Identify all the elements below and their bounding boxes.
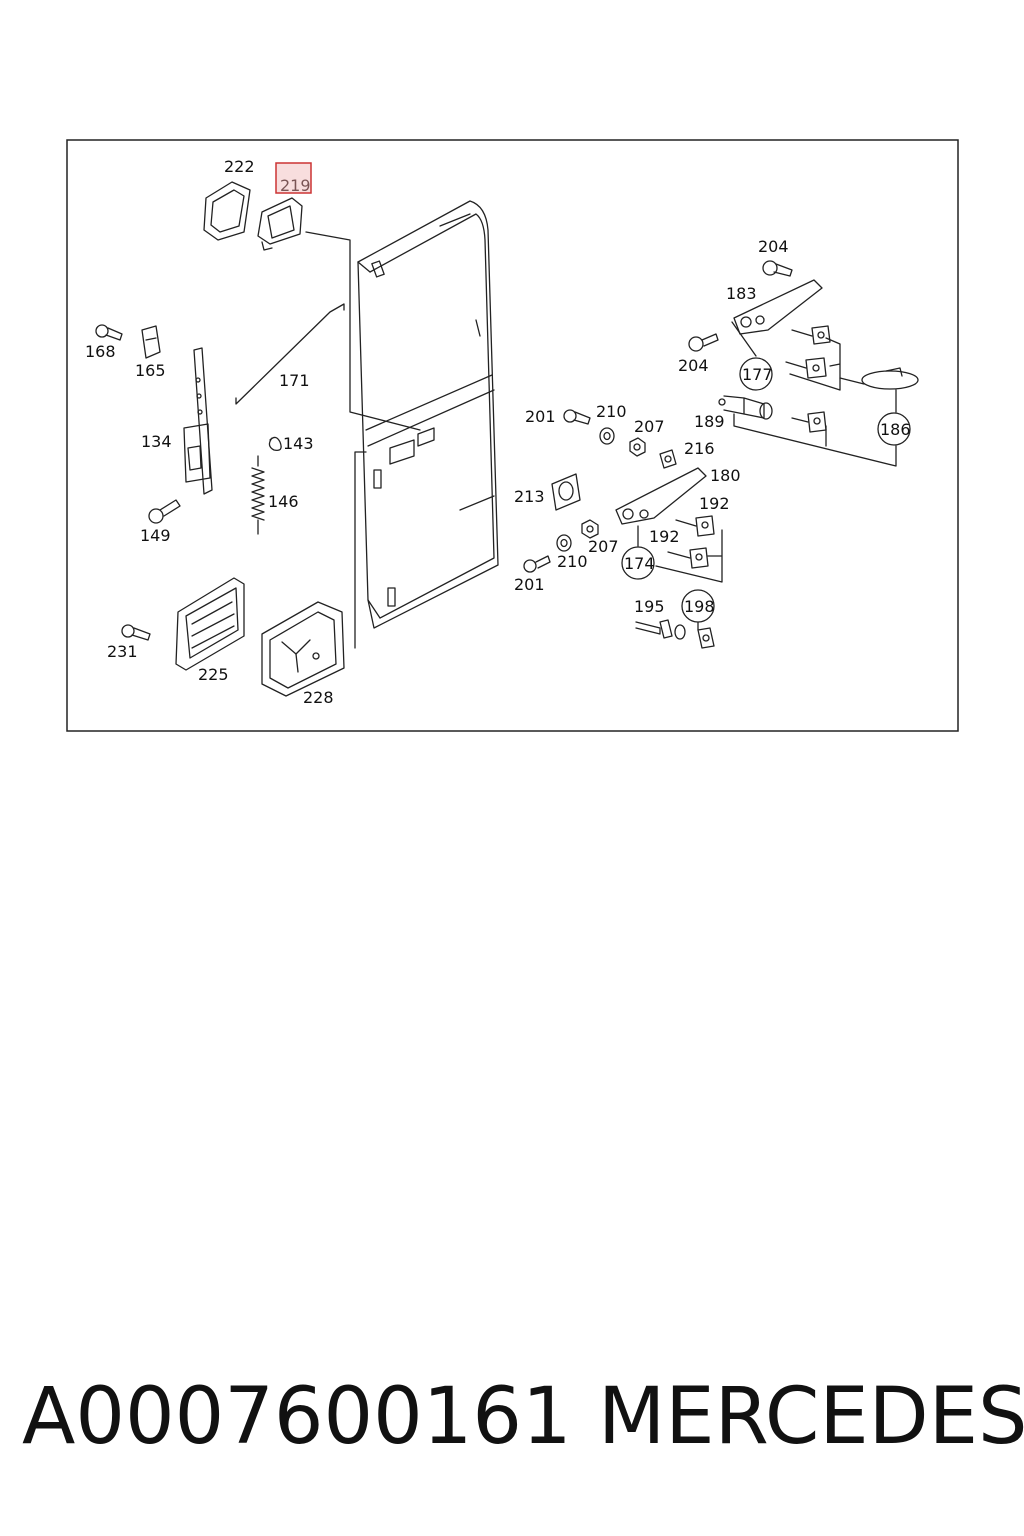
label-228[interactable]: 228 [303,688,334,707]
part-180-handle [615,467,707,525]
label-165[interactable]: 165 [135,361,166,380]
label-192-upper[interactable]: 192 [699,494,730,513]
part-189-cylinder [718,395,773,420]
part-201-screw-upper [563,409,591,425]
label-186[interactable]: 186 [880,420,911,439]
label-183[interactable]: 183 [726,284,757,303]
part-171-rod [235,303,345,405]
part-134-latch [183,347,213,495]
keys-lower [667,515,715,569]
part-207-nut-upper [629,437,646,457]
leader-door-lower [354,451,367,649]
brand-name: MERCEDES [598,1372,1024,1462]
part-143-clip [268,436,282,451]
label-201-lower[interactable]: 201 [514,575,545,594]
part-225-grille [175,577,245,671]
part-165-clip [141,325,161,359]
label-189[interactable]: 189 [694,412,725,431]
label-207-lower[interactable]: 207 [588,537,619,556]
part-168-bolt [95,324,123,341]
keys-upper [785,325,831,433]
label-210-lower[interactable]: 210 [557,552,588,571]
part-number: A0007600161 [22,1372,572,1462]
label-210-upper[interactable]: 210 [596,402,627,421]
part-146-spring [251,455,265,535]
bracket-177 [731,321,841,391]
diagram-frame [66,139,959,732]
highlight-219[interactable] [275,162,312,194]
part-149-bolt [148,499,181,524]
part-213-plate [551,473,581,511]
part-207-nut-lower [581,519,599,539]
label-168[interactable]: 168 [85,342,116,361]
label-143[interactable]: 143 [283,434,314,453]
door-panel [357,200,499,629]
label-192-lower[interactable]: 192 [649,527,680,546]
label-134[interactable]: 134 [141,432,172,451]
part-228-cover [261,601,345,697]
part-210-washer-upper [599,427,615,445]
part-198-set [674,619,715,649]
leader-219 [305,231,421,431]
label-219[interactable]: 219 [280,176,311,195]
part-204-bolt-lower [688,333,719,352]
label-204-upper[interactable]: 204 [758,237,789,256]
label-198[interactable]: 198 [684,597,715,616]
part-222-frame [203,181,251,241]
part-210-washer-lower [556,534,572,552]
label-216[interactable]: 216 [684,439,715,458]
label-149[interactable]: 149 [140,526,171,545]
callout-circle-174 [621,546,655,580]
label-146[interactable]: 146 [268,492,299,511]
part-231-bolt [121,624,151,641]
label-201-upper[interactable]: 201 [525,407,556,426]
part-201-screw-lower [523,555,551,573]
label-204-lower[interactable]: 204 [678,356,709,375]
label-231[interactable]: 231 [107,642,138,661]
part-204-bolt-upper [762,260,793,277]
bracket-174 [637,525,723,583]
label-213[interactable]: 213 [514,487,545,506]
label-171[interactable]: 171 [279,371,310,390]
label-180[interactable]: 180 [710,466,741,485]
part-216-washer [659,449,677,469]
callout-circle-198 [681,589,715,623]
label-195[interactable]: 195 [634,597,665,616]
part-219-handle [257,197,303,251]
label-222[interactable]: 222 [224,157,255,176]
bracket-186 [733,377,897,467]
label-207-upper[interactable]: 207 [634,417,665,436]
label-174[interactable]: 174 [624,554,655,573]
part-186-clamp [861,367,919,390]
part-195-key [635,619,673,639]
callout-circle-186 [877,412,911,446]
label-225[interactable]: 225 [198,665,229,684]
label-177[interactable]: 177 [742,365,773,384]
callout-circle-177 [739,357,773,391]
